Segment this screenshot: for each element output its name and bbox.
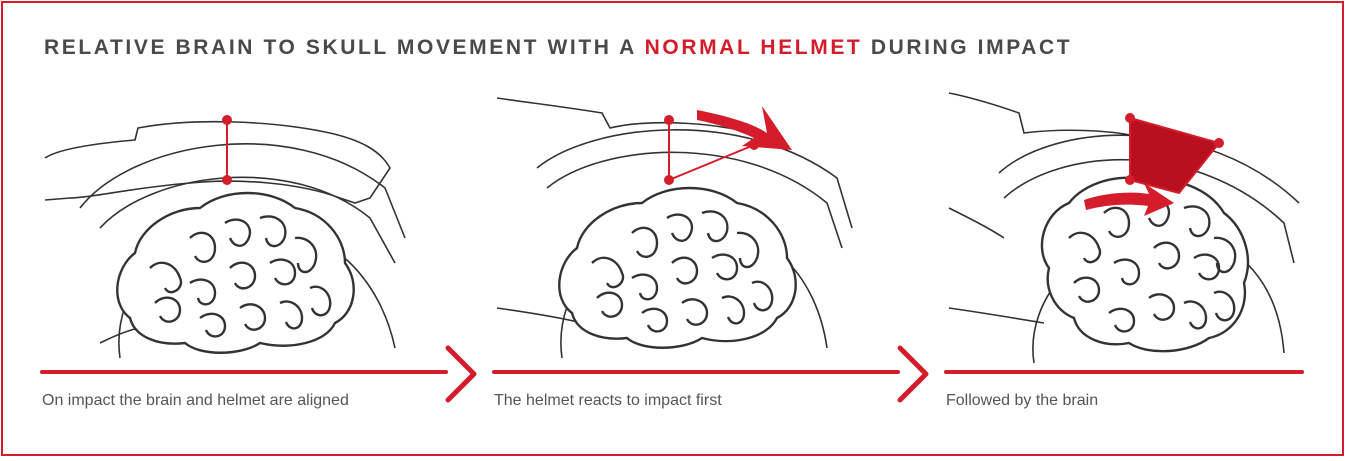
timeline-bar-2 (492, 370, 900, 374)
title-prefix: RELATIVE BRAIN TO SKULL MOVEMENT WITH A (44, 36, 636, 59)
step-1-illustration (40, 88, 410, 368)
chin-line (949, 208, 1004, 238)
title-suffix: DURING IMPACT (871, 36, 1072, 59)
alignment-marker (223, 116, 231, 184)
step-1-caption: On impact the brain and helmet are align… (42, 392, 349, 410)
timeline-bar-3 (944, 370, 1304, 374)
step-2-illustration (492, 88, 862, 368)
head-silhouette (949, 93, 1144, 138)
brain (559, 188, 795, 348)
jaw-line (949, 308, 1044, 323)
chevron-right-icon (894, 344, 934, 404)
rotation-sector (1130, 118, 1219, 193)
timeline-bar-1 (40, 370, 448, 374)
brain (117, 193, 353, 353)
step-3-illustration (944, 88, 1314, 368)
rotation-arrow-icon (697, 106, 792, 150)
diagram-title: RELATIVE BRAIN TO SKULL MOVEMENT WITH A … (44, 36, 1072, 60)
step-2-caption: The helmet reacts to impact first (494, 392, 722, 410)
step-3-caption: Followed by the brain (946, 392, 1098, 410)
chevron-right-icon (442, 344, 482, 404)
title-highlight: NORMAL HELMET (645, 36, 863, 59)
